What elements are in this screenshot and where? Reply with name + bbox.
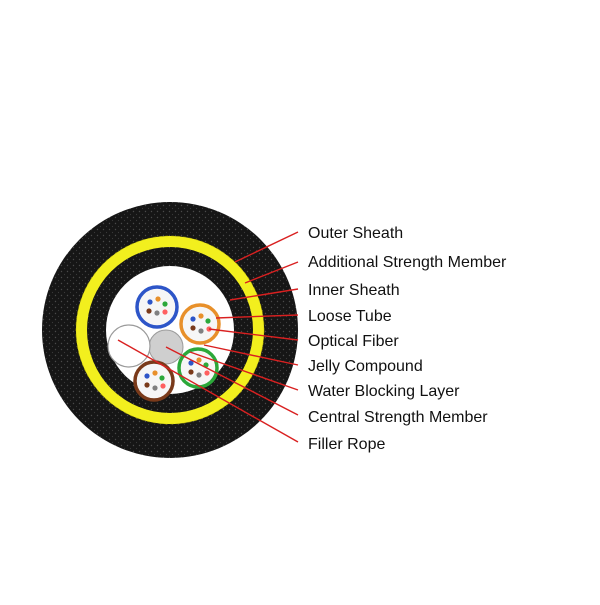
leader-line-loose-tube: [215, 314, 299, 319]
label-inner-sheath: Inner Sheath: [308, 282, 400, 299]
loose-tube-blue: [135, 285, 179, 329]
loose-tube-brown: [133, 360, 175, 402]
strength-member-ring: [75, 235, 265, 425]
leader-line-additional-strength-member: [244, 261, 299, 284]
label-optical-fiber: Optical Fiber: [308, 333, 399, 350]
leader-line-inner-sheath: [229, 288, 299, 301]
label-central-strength-member: Central Strength Member: [308, 409, 488, 426]
label-water-blocking-layer: Water Blocking Layer: [308, 383, 460, 400]
leader-line-water-blocking-layer: [189, 351, 299, 391]
loose-tube-orange: [179, 303, 221, 345]
label-additional-strength-member: Additional Strength Member: [308, 254, 507, 271]
leader-line-optical-fiber: [208, 328, 299, 341]
label-jelly-compound: Jelly Compound: [308, 358, 423, 375]
leader-line-central-strength-member: [165, 346, 299, 416]
label-loose-tube: Loose Tube: [308, 308, 392, 325]
leader-line-filler-rope: [117, 339, 299, 443]
leader-line-jelly-compound: [203, 344, 299, 366]
leader-line-outer-sheath: [234, 231, 299, 263]
label-outer-sheath: Outer Sheath: [308, 225, 403, 242]
label-filler-rope: Filler Rope: [308, 436, 385, 453]
